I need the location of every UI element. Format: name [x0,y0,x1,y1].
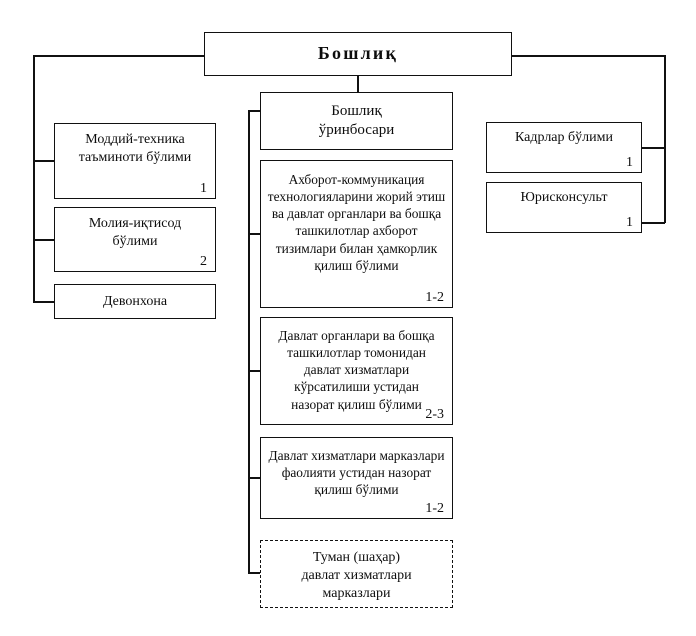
connector-to-ict [248,233,261,235]
node-hr[interactable]: Кадрлар бўлими 1 [486,122,642,173]
node-legal-label: Юрисконсульт [520,190,608,205]
node-finance-count: 2 [200,254,207,269]
node-hr-label: Кадрлар бўлими [515,130,613,145]
node-deputy[interactable]: Бошлиқ ўринбосари [260,92,453,150]
node-ict-count: 1-2 [425,290,444,305]
node-logistics[interactable]: Моддий-техника таъминоти бўлими 1 [54,123,216,199]
node-finance[interactable]: Молия-иқтисод бўлими 2 [54,207,216,272]
node-district-centers[interactable]: Туман (шаҳар) давлат хизматлари марказла… [260,540,453,608]
left-vertical-trunk [33,55,35,301]
node-district-centers-label: Туман (шаҳар) давлат хизматлари марказла… [301,550,412,601]
node-oversight[interactable]: Давлат органлари ва бошқа ташкилотлар то… [260,317,453,425]
node-finance-label: Молия-иқтисод бўлими [88,216,182,249]
connector-to-logistics [33,160,55,162]
connector-to-finance [33,239,55,241]
node-ict[interactable]: Ахборот-коммуникация технологияларини жо… [260,160,453,308]
center-vertical-trunk [248,110,250,572]
node-centers-control-count: 1-2 [425,501,444,516]
connector-head-to-left-trunk [33,55,205,57]
connector-to-oversight [248,370,261,372]
node-head-label: Бошлиқ [317,43,399,64]
node-centers-control[interactable]: Давлат хизматлари марказлари фаолияти ус… [260,437,453,519]
node-legal-count: 1 [626,215,633,230]
node-chancellery-label: Девонхона [102,293,168,309]
connector-head-to-deputy [357,75,359,93]
node-deputy-label: Бошлиқ ўринбосари [318,102,395,138]
connector-head-to-right-trunk [511,55,666,57]
node-hr-count: 1 [626,155,633,170]
node-logistics-label: Моддий-техника таъминоти бўлими [78,132,192,165]
connector-to-district-centers [248,572,261,574]
node-legal[interactable]: Юрисконсульт 1 [486,182,642,233]
node-centers-control-label: Давлат хизматлари марказлари фаолияти ус… [268,448,445,498]
connector-to-centers-control [248,477,261,479]
node-oversight-count: 2-3 [425,407,444,422]
connector-to-chancellery [33,301,55,303]
node-logistics-count: 1 [200,181,207,196]
node-oversight-label: Давлат органлари ва бошқа ташкилотлар то… [278,328,435,412]
connector-to-hr [641,147,665,149]
connector-to-legal [641,222,665,224]
right-vertical-trunk [664,55,666,223]
node-chancellery[interactable]: Девонхона [54,284,216,319]
node-head[interactable]: Бошлиқ [204,32,512,76]
connector-to-deputy [248,110,261,112]
node-ict-label: Ахборот-коммуникация технологияларини жо… [267,172,446,273]
